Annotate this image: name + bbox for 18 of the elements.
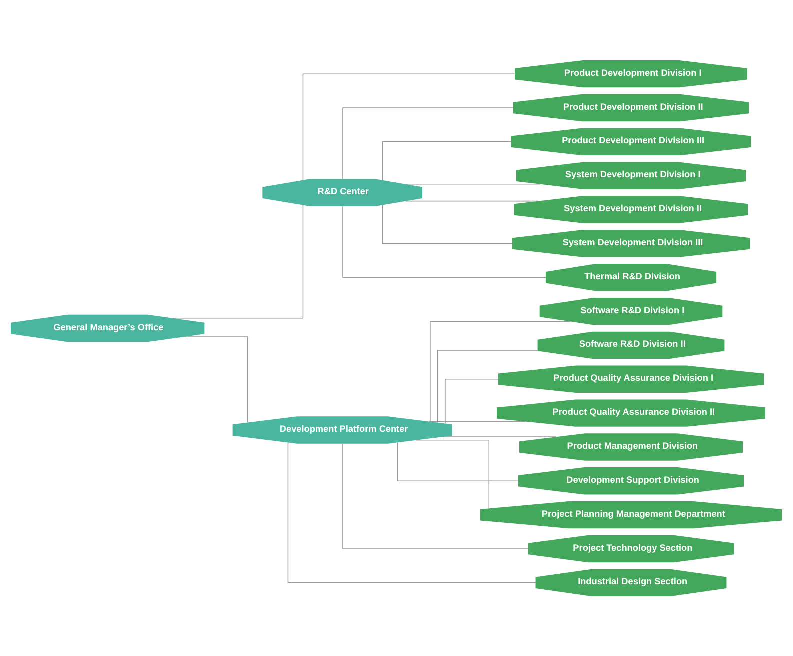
connector [397, 442, 519, 482]
connector [442, 436, 557, 437]
connector [437, 350, 538, 422]
connector [382, 204, 513, 244]
connector [445, 378, 499, 424]
connector [302, 73, 516, 180]
connector [430, 320, 571, 422]
connector [172, 204, 304, 318]
connector [184, 336, 248, 423]
connector [288, 442, 536, 583]
connector [428, 420, 526, 422]
connector [342, 107, 514, 180]
connector [405, 200, 540, 202]
connector [342, 442, 529, 549]
connector [415, 440, 490, 508]
connector [382, 141, 512, 180]
connector [405, 183, 541, 184]
connector [342, 206, 546, 278]
